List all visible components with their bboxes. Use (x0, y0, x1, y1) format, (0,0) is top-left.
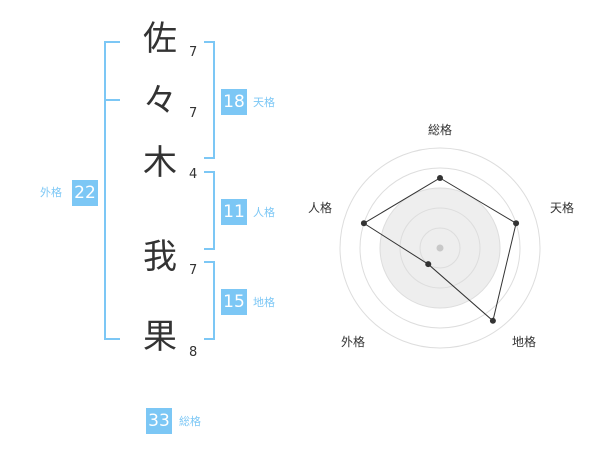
radar-ring-2 (399, 207, 481, 289)
chikaku-score: 15 (221, 289, 247, 315)
name-char-4: 我 (143, 237, 177, 277)
stroke-count-3: 4 (189, 167, 198, 182)
jinkaku-label: 人格 (253, 206, 275, 219)
radar-label-soukaku: 総格 (428, 122, 452, 137)
name-char-1: 佐 (143, 19, 177, 59)
tenkaku-bracket-vertical (213, 41, 215, 159)
radar-point-2 (513, 220, 520, 227)
gaikaku-score: 22 (72, 180, 98, 206)
tenkaku-score: 18 (221, 89, 247, 115)
radar-polygon (362, 177, 517, 322)
gaikaku-bracket-top (104, 41, 120, 43)
stroke-count-1: 7 (189, 45, 198, 60)
chikaku-bracket-top (204, 261, 215, 263)
radar-point-1 (437, 175, 443, 181)
tenkaku-bracket-top (204, 41, 215, 43)
radar-center-dot (436, 244, 444, 252)
chikaku-bracket-bottom (204, 338, 215, 340)
jinkaku-bracket-top (204, 171, 215, 173)
stroke-count-2: 7 (189, 106, 198, 121)
chikaku-label: 地格 (253, 296, 275, 309)
chikaku-bracket-vertical (213, 261, 215, 340)
gaikaku-bracket-vertical (104, 41, 106, 340)
jinkaku-bracket-bottom (204, 248, 215, 250)
radar-ring-1 (419, 227, 461, 269)
radar-label-tenkaku: 天格 (550, 200, 574, 215)
gaikaku-label: 外格 (40, 186, 62, 199)
radar-ring-3 (379, 187, 501, 309)
soukaku-score: 33 (146, 408, 172, 434)
jinkaku-bracket-vertical (213, 171, 215, 250)
radar-label-jinkaku: 人格 (308, 200, 332, 215)
radar-ring-5 (339, 147, 541, 349)
gaikaku-bracket-bottom (104, 338, 120, 340)
radar-ring-4 (359, 167, 521, 329)
radar-point-4 (425, 261, 432, 268)
name-char-2: 々 (143, 81, 177, 121)
stroke-count-5: 8 (189, 345, 198, 360)
tenkaku-bracket-bottom (204, 157, 215, 159)
radar-label-gaikaku: 外格 (341, 334, 365, 349)
stroke-count-4: 7 (189, 263, 198, 278)
name-char-5: 果 (143, 317, 177, 357)
jinkaku-score: 11 (221, 199, 247, 225)
radar-point-5 (360, 220, 367, 227)
name-char-3: 木 (143, 143, 177, 183)
radar-label-chikaku: 地格 (512, 334, 536, 349)
tenkaku-label: 天格 (253, 96, 275, 109)
soukaku-label: 総格 (179, 415, 201, 428)
radar-point-3 (489, 317, 496, 324)
radar-points (360, 175, 520, 324)
gaikaku-bracket-mid (104, 99, 120, 101)
